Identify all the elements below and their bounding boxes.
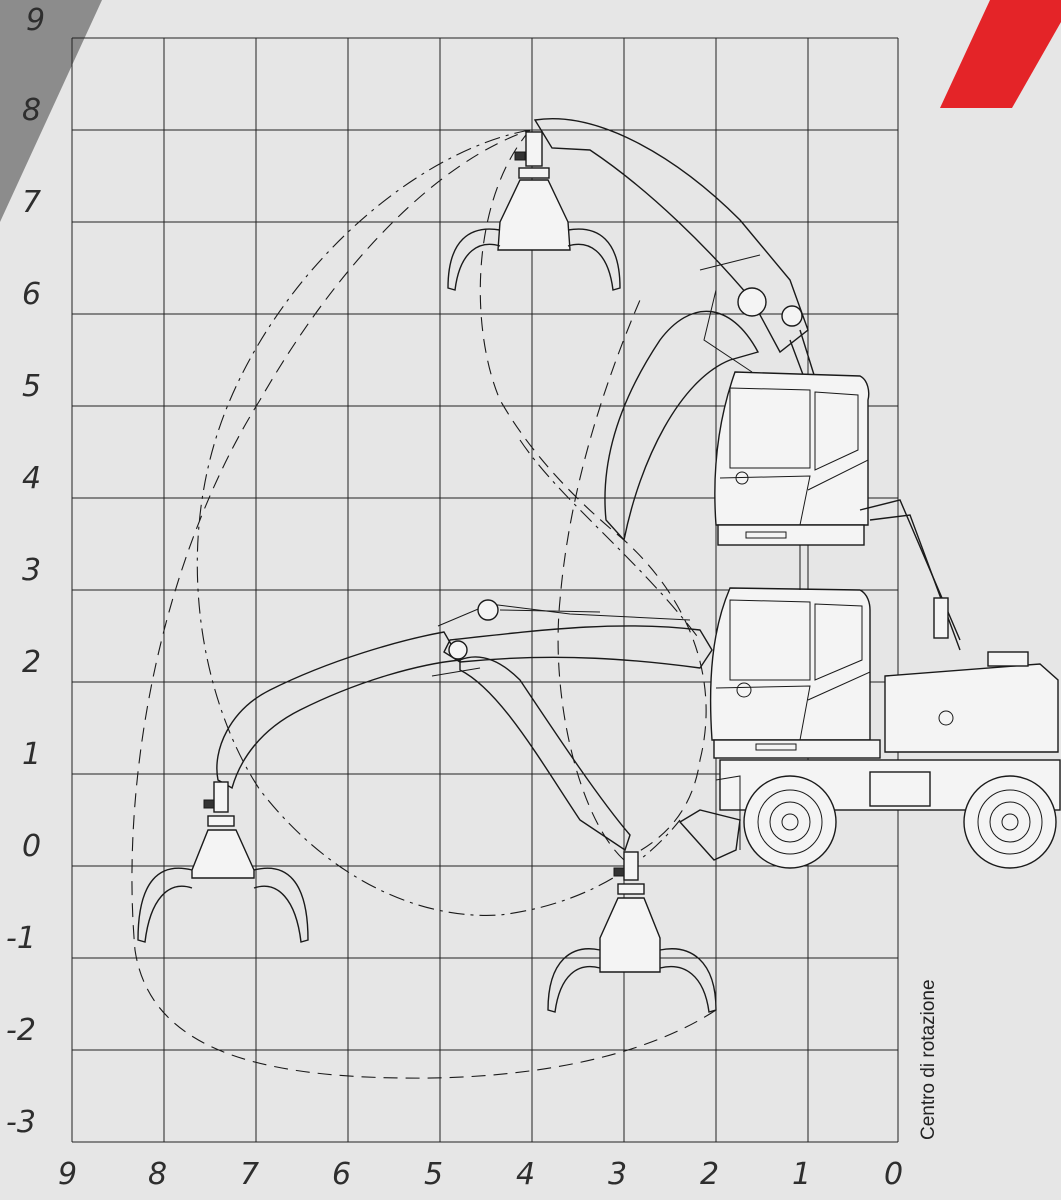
y-label-2: 2 [22,645,41,680]
y-label-8: 8 [22,93,41,128]
y-label-1: 1 [22,737,41,772]
y-label-minus-1: -1 [6,921,36,956]
machine-base [678,499,1061,869]
x-axis-labels: 9 8 7 6 5 4 3 2 1 0 [58,1157,903,1192]
max-reach-envelope [196,129,681,916]
x-label-3: 3 [608,1157,627,1192]
upper-cab [714,371,870,546]
left-grapple [137,781,309,943]
corner-gray-wedge [0,0,102,222]
x-label-0: 0 [884,1157,903,1192]
y-label-7: 7 [22,185,41,220]
engine-housing [884,663,1059,753]
x-label-2: 2 [700,1157,719,1192]
x-label-1: 1 [792,1157,811,1192]
y-label-minus-3: -3 [6,1105,36,1140]
upper-boom-assembly [533,118,816,542]
y-label-9: 9 [26,3,45,38]
lower-cab-body [709,587,871,741]
y-label-minus-2: -2 [6,1013,36,1048]
rotation-center-label: Centro di rotazione [918,979,939,1140]
lower-main-boom [216,631,462,790]
reach-grid [71,37,899,1143]
y-label-3: 3 [22,553,41,588]
x-label-5: 5 [424,1157,443,1192]
lower-stick-arm [443,625,713,669]
upper-cab-body [714,371,870,526]
y-axis-labels: 9 8 7 6 5 4 3 2 1 0 -1 -2 -3 [6,3,45,1140]
front-wheel [743,775,837,869]
x-label-4: 4 [516,1157,535,1192]
y-label-5: 5 [22,369,41,404]
outer-reach-envelope [131,129,717,1079]
upper-grapple [447,131,621,291]
lower-boom-assembly [216,599,713,852]
x-label-8: 8 [148,1157,167,1192]
y-label-6: 6 [22,277,41,312]
accent-red-stripe [940,0,1061,108]
x-label-9: 9 [58,1157,77,1192]
lower-secondary-boom [459,656,631,852]
swing-path [519,439,701,641]
y-label-4: 4 [22,461,41,496]
upper-stick-arm [533,118,809,354]
y-label-0: 0 [22,829,41,864]
rear-wheel [963,775,1057,869]
lift-column [799,545,809,590]
x-label-7: 7 [240,1157,259,1192]
lower-reach-envelope [557,299,641,861]
upper-main-boom [604,310,760,542]
right-grapple [547,851,717,1013]
x-label-6: 6 [332,1157,351,1192]
